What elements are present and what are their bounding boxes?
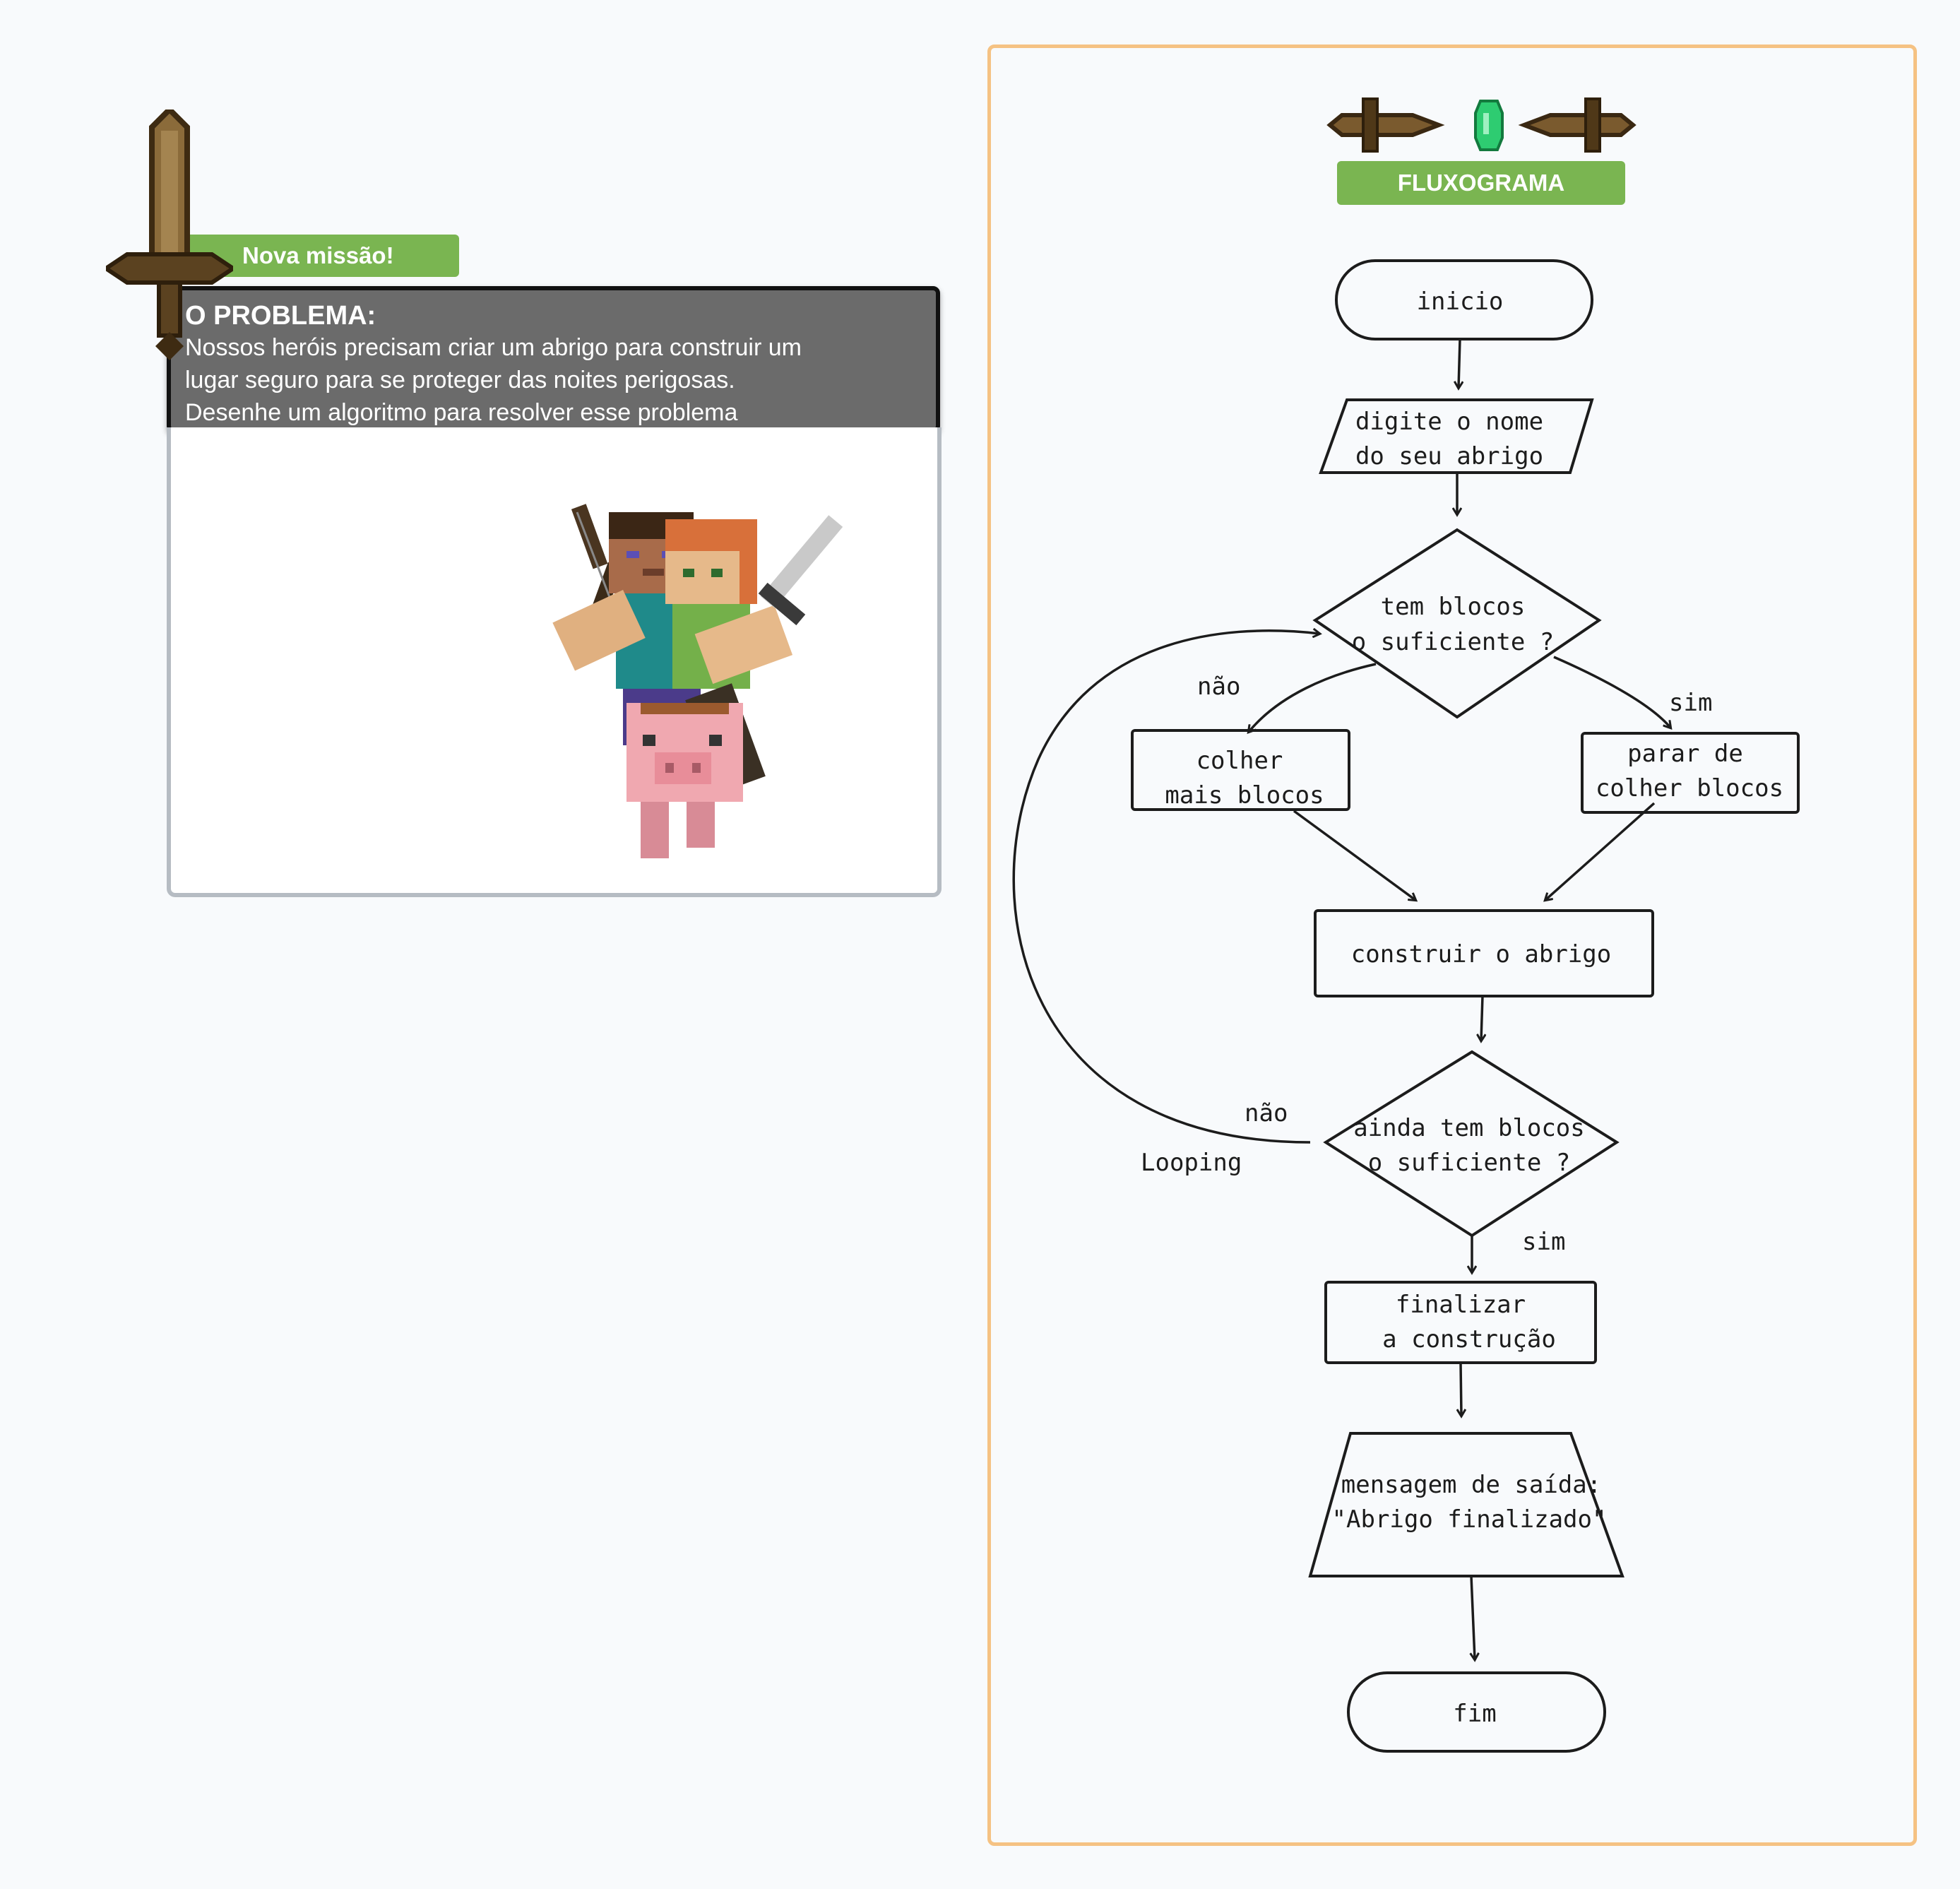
start-label: inicio xyxy=(1417,288,1504,316)
process-node-parar xyxy=(1581,732,1800,814)
parar-label: colher blocos xyxy=(1596,774,1783,803)
process-node-colher xyxy=(1131,729,1350,811)
problem-box: O PROBLEMA: Nossos heróis precisam criar… xyxy=(167,286,940,433)
problem-line: lugar seguro para se proteger das noites… xyxy=(185,367,735,393)
problem-line: Desenhe um algoritmo para resolver esse … xyxy=(185,399,738,426)
connector xyxy=(1293,810,1415,900)
flowchart-header: FLUXOGRAMA xyxy=(1337,161,1625,205)
output-label: mensagem de saída: xyxy=(1341,1471,1601,1499)
colher-label: mais blocos xyxy=(1165,781,1324,810)
connector xyxy=(1545,802,1656,900)
edge-label-no: não xyxy=(1245,1099,1288,1127)
mission-card: Nova missão! O PROBLEMA: Nossos heróis p… xyxy=(0,0,989,989)
construir-label: construir o abrigo xyxy=(1351,940,1611,969)
minecraft-heroes-illustration xyxy=(552,504,843,858)
problem-title: O PROBLEMA: xyxy=(185,301,376,331)
sword-icon xyxy=(1326,97,1445,153)
sword-icon xyxy=(1518,97,1637,153)
end-node xyxy=(1347,1671,1606,1753)
finalizar-label: finalizar xyxy=(1396,1291,1526,1319)
flowchart-panel xyxy=(987,45,1917,1846)
edge-label-yes: sim xyxy=(1522,1228,1565,1256)
process-node-construir xyxy=(1314,909,1654,997)
input-label: digite o nome xyxy=(1355,408,1543,436)
connector xyxy=(1459,338,1460,388)
connector xyxy=(1249,663,1377,732)
sword-icon xyxy=(106,109,233,360)
edge-label-yes: sim xyxy=(1669,689,1712,717)
input-node xyxy=(1319,398,1594,474)
start-node xyxy=(1335,259,1593,341)
decision-node-blocks xyxy=(1312,528,1602,719)
loop-label: Looping xyxy=(1141,1149,1242,1177)
end-label: fim xyxy=(1453,1700,1496,1728)
decision1-label: tem blocos xyxy=(1381,593,1526,621)
decision-node-remaining xyxy=(1323,1050,1620,1238)
iron-sword-icon xyxy=(758,515,843,626)
decision1-label: o suficiente ? xyxy=(1352,628,1555,656)
connector xyxy=(1553,656,1670,728)
illustration-box xyxy=(167,427,942,897)
problem-line: Nossos heróis precisam criar um abrigo p… xyxy=(185,334,802,361)
colher-label: colher xyxy=(1196,747,1283,775)
finalizar-label: a construção xyxy=(1382,1325,1556,1354)
decision2-label: ainda tem blocos xyxy=(1353,1114,1585,1142)
connector xyxy=(1481,995,1483,1041)
output-node xyxy=(1308,1432,1625,1577)
loop-connector xyxy=(1012,631,1319,1144)
output-label: "Abrigo finalizado" xyxy=(1332,1505,1607,1534)
emerald-icon xyxy=(1474,100,1504,151)
connector xyxy=(1471,1575,1475,1659)
pig-figure xyxy=(626,703,743,858)
parar-label: parar de xyxy=(1627,740,1743,768)
input-label: do seu abrigo xyxy=(1355,442,1543,470)
edge-label-no: não xyxy=(1197,673,1240,701)
decision2-label: o suficiente ? xyxy=(1368,1149,1571,1177)
